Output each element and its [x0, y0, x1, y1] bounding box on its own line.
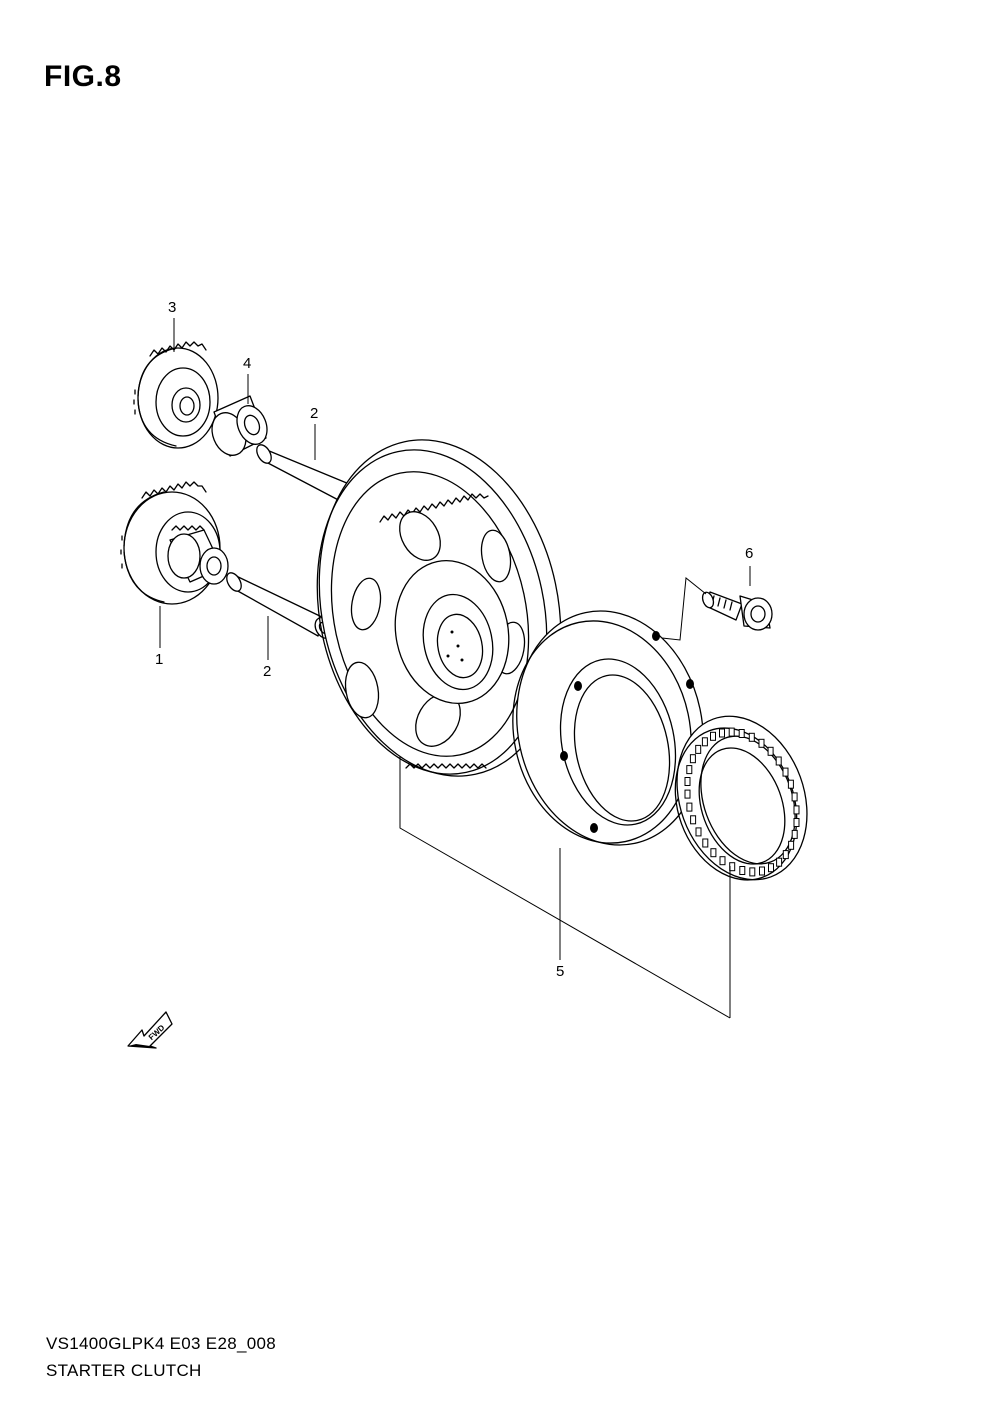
sprag-roller — [702, 838, 709, 848]
sprag-roller — [686, 765, 693, 775]
sprag-roller — [719, 728, 725, 738]
sprag-roller — [710, 731, 716, 741]
callout-5[interactable]: 5 — [556, 963, 564, 980]
sprag-roller — [776, 857, 783, 867]
bolt-part-6[interactable] — [701, 591, 773, 631]
sprag-roller — [775, 756, 782, 766]
sprag-roller — [788, 840, 795, 850]
sprag-roller — [793, 805, 800, 815]
callout-6[interactable]: 6 — [745, 545, 753, 562]
fwd-arrow-icon: FWD — [127, 1011, 173, 1049]
sprag-roller — [695, 827, 702, 837]
sprag-roller — [782, 767, 789, 777]
drawing-code: VS1400GLPK4 E03 E28_008 — [46, 1334, 276, 1353]
sprag-roller — [695, 744, 702, 754]
callout-2-lower[interactable]: 2 — [263, 663, 271, 680]
sprag-roller — [738, 729, 745, 738]
starter-clutch-body[interactable] — [493, 593, 725, 862]
callout-2-upper[interactable]: 2 — [310, 405, 318, 422]
sprag-roller — [791, 829, 798, 839]
starter-driven-gear[interactable] — [288, 417, 590, 799]
sprag-roller — [767, 746, 774, 756]
sprag-roller — [749, 867, 756, 877]
sprag-roller — [791, 792, 798, 802]
sprag-roller — [782, 850, 789, 860]
drawing-name: STARTER CLUTCH — [46, 1361, 202, 1380]
sprag-roller — [759, 866, 765, 876]
sprag-roller — [686, 802, 693, 812]
sprag-roller — [748, 732, 755, 742]
callout-4[interactable]: 4 — [243, 355, 251, 372]
callout-1[interactable]: 1 — [155, 651, 163, 668]
sprag-roller — [719, 856, 726, 866]
sprag-roller — [768, 863, 774, 873]
figure-title: FIG.8 — [44, 60, 122, 93]
sprag-roller — [710, 848, 717, 858]
sprag-roller — [690, 815, 697, 825]
one-way-clutch[interactable] — [655, 698, 829, 898]
sprag-roller — [793, 818, 800, 827]
sprag-roller — [684, 777, 691, 786]
leader-lines — [159, 318, 751, 1019]
idle-gear-part-3[interactable] — [133, 341, 219, 449]
sprag-roller — [787, 779, 794, 789]
sprag-roller — [701, 737, 708, 747]
sprag-roller — [689, 754, 696, 764]
sprag-roller — [739, 866, 746, 875]
bushing-part-4[interactable] — [206, 395, 273, 460]
callout-3[interactable]: 3 — [168, 299, 176, 316]
sprag-roller — [728, 727, 735, 737]
starter-idle-gear-part-1[interactable] — [120, 481, 229, 605]
sprag-roller — [758, 738, 765, 748]
sprag-roller — [684, 789, 691, 799]
